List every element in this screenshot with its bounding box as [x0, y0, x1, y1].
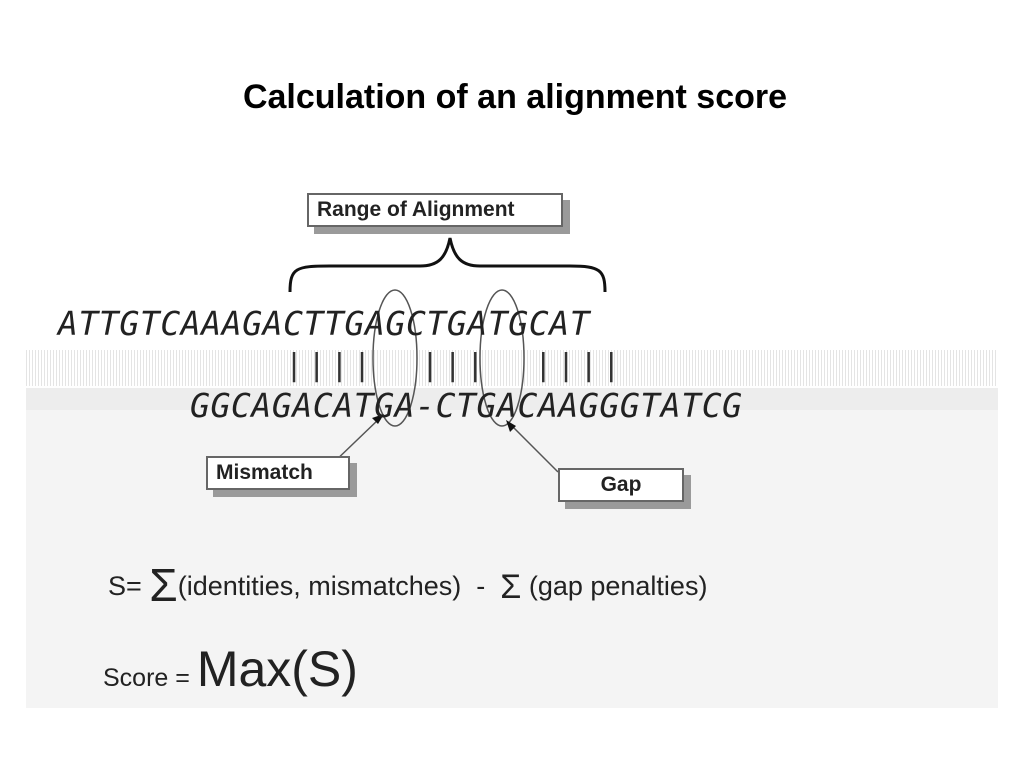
- slide-title: Calculation of an alignment score: [242, 78, 788, 116]
- shade-band: [26, 388, 998, 410]
- score-definition: Score = Max(S): [103, 640, 358, 698]
- formula-part1: (identities, mismatches) -: [177, 571, 501, 601]
- match-bars: |||| ||| ||||: [285, 348, 625, 383]
- dither-band: [26, 350, 998, 386]
- sigma-symbol: Σ: [500, 568, 522, 606]
- sigma-symbol: Σ: [149, 559, 178, 611]
- sequence-top: ATTGTCAAAGACTTGAGCTGATGCAT: [58, 304, 591, 343]
- range-of-alignment-label: Range of Alignment: [307, 193, 563, 227]
- gap-pointer: [509, 423, 559, 473]
- grey-panel: [26, 410, 998, 708]
- gap-ellipse: [479, 289, 525, 427]
- formula-part2: (gap penalties): [521, 571, 708, 601]
- score-label: Score =: [103, 664, 197, 692]
- score-value: Max(S): [196, 641, 358, 697]
- sequence-bottom: GGCAGACATGA-CTGACAAGGGTATCG: [190, 386, 743, 425]
- score-formula: S= Σ(identities, mismatches) - Σ (gap pe…: [108, 558, 707, 612]
- range-brace: [288, 237, 607, 293]
- mismatch-label: Mismatch: [206, 456, 350, 490]
- gap-label: Gap: [558, 468, 684, 502]
- formula-prefix: S=: [108, 571, 150, 601]
- mismatch-ellipse: [372, 289, 418, 427]
